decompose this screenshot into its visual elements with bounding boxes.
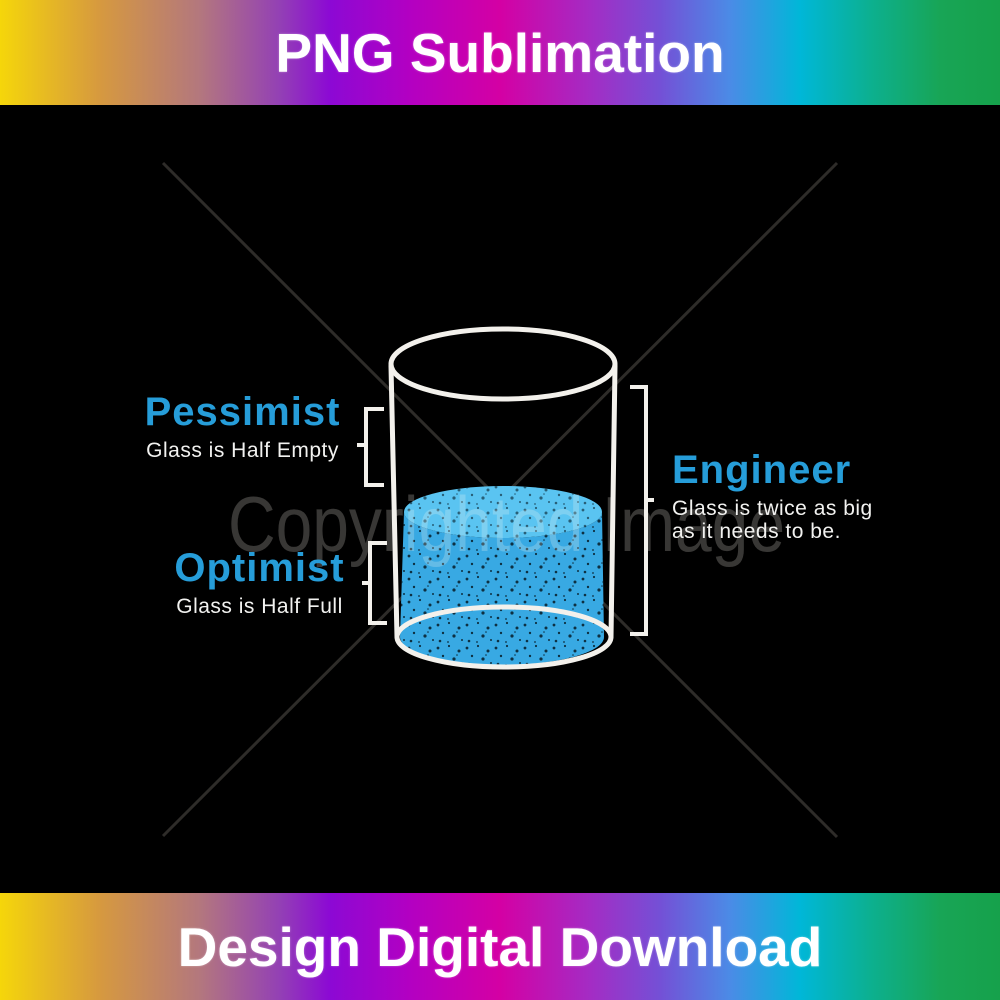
top-banner: PNG Sublimation (0, 0, 1000, 105)
annotation-brackets (357, 385, 654, 636)
engineer-label: Engineer Glass is twice as big as it nee… (672, 448, 912, 543)
glass-icon (388, 326, 618, 670)
engineer-subtitle-line1: Glass is twice as big (672, 497, 873, 520)
optimist-title: Optimist (174, 546, 345, 590)
watermark-text: Copyrighted Image (228, 480, 785, 568)
engineer-bracket (630, 385, 654, 636)
pessimist-subtitle: Glass is Half Empty (146, 439, 339, 462)
optimist-subtitle: Glass is Half Full (176, 595, 343, 618)
pessimist-title: Pessimist (144, 390, 341, 434)
optimist-label: Optimist Glass is Half Full (152, 546, 367, 618)
top-banner-title: PNG Sublimation (275, 21, 725, 84)
bottom-banner-title: Design Digital Download (177, 915, 823, 978)
pessimist-label: Pessimist Glass is Half Empty (130, 390, 355, 462)
water-icon (400, 486, 604, 665)
engineer-title: Engineer (672, 448, 852, 492)
pessimist-bracket (357, 407, 384, 487)
engineer-subtitle-line2: as it needs to be. (672, 520, 841, 543)
optimist-bracket (362, 541, 387, 625)
bottom-banner: Design Digital Download (0, 893, 1000, 1000)
